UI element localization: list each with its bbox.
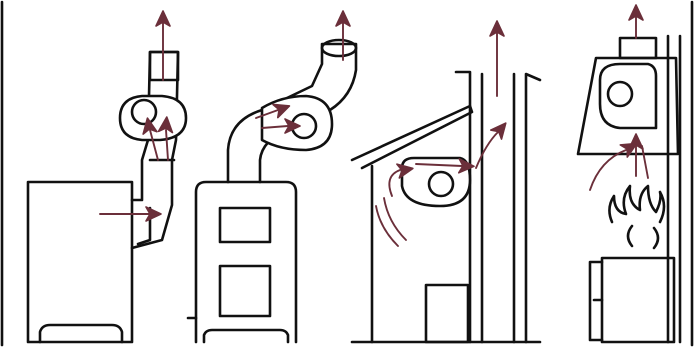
panel-2 <box>188 11 356 342</box>
panel-4 <box>578 5 680 342</box>
airflow-arrow-icon <box>376 21 511 246</box>
stove-icon <box>188 182 296 342</box>
panel-3 <box>352 21 540 342</box>
flame-icon <box>609 186 664 248</box>
boiler-icon <box>28 182 132 342</box>
panel-1 <box>28 11 186 342</box>
boiler-icon <box>590 258 674 342</box>
fireplace-icon <box>352 106 540 342</box>
draft-fan-icon <box>600 64 656 128</box>
draft-fan-icon <box>120 96 186 140</box>
